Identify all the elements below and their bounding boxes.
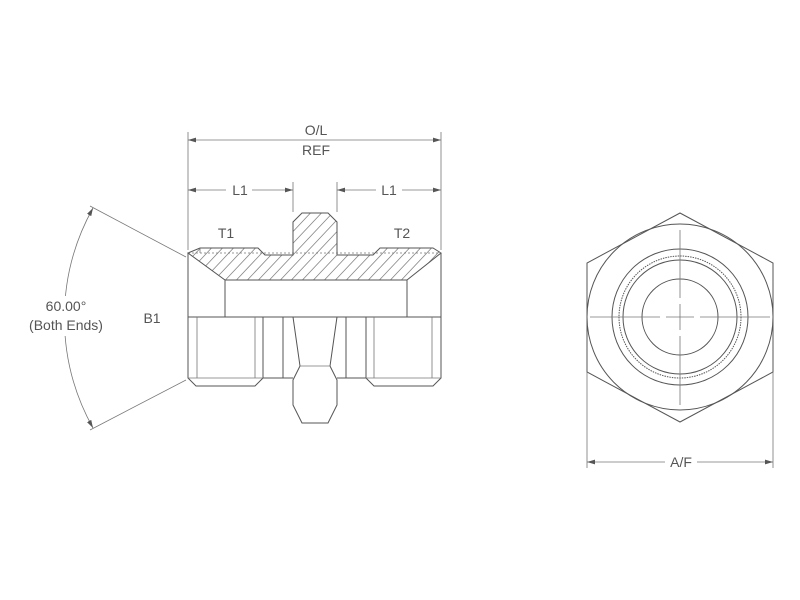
hatch-line <box>469 205 549 290</box>
l1-left-label: L1 <box>232 182 248 198</box>
fitting-exterior <box>187 316 442 424</box>
overall-length-ref: REF <box>302 142 330 158</box>
hatch-line <box>435 213 441 280</box>
hatch-line <box>248 213 330 280</box>
angle-note: (Both Ends) <box>29 317 103 333</box>
across-flats-label: A/F <box>670 454 692 470</box>
hatch-line <box>303 213 385 280</box>
thread-t2-label: T2 <box>394 225 411 241</box>
end-view: A/F <box>586 212 774 470</box>
hatch-line <box>458 205 538 290</box>
overall-length-dimension: O/L REF <box>187 122 442 250</box>
hatch-line <box>447 205 527 290</box>
center-mark <box>590 230 770 405</box>
bore <box>187 253 442 317</box>
hex-flange-side <box>292 316 338 424</box>
hatch-line <box>424 213 441 280</box>
hatch-line <box>270 213 352 280</box>
hex-outline <box>586 212 774 423</box>
overall-length-label: O/L <box>305 122 328 138</box>
angle-value: 60.00° <box>46 298 87 314</box>
angle-dimension: 60.00° (Both Ends) <box>22 205 187 431</box>
hatch-line <box>259 213 341 280</box>
l1-dimensions: L1 L1 <box>188 182 441 212</box>
thread-t1-label: T1 <box>218 225 235 241</box>
l1-right-label: L1 <box>381 182 397 198</box>
bore-b1-label: B1 <box>143 310 160 326</box>
fitting-section-outline <box>186 212 442 281</box>
hatch-line <box>281 213 363 280</box>
